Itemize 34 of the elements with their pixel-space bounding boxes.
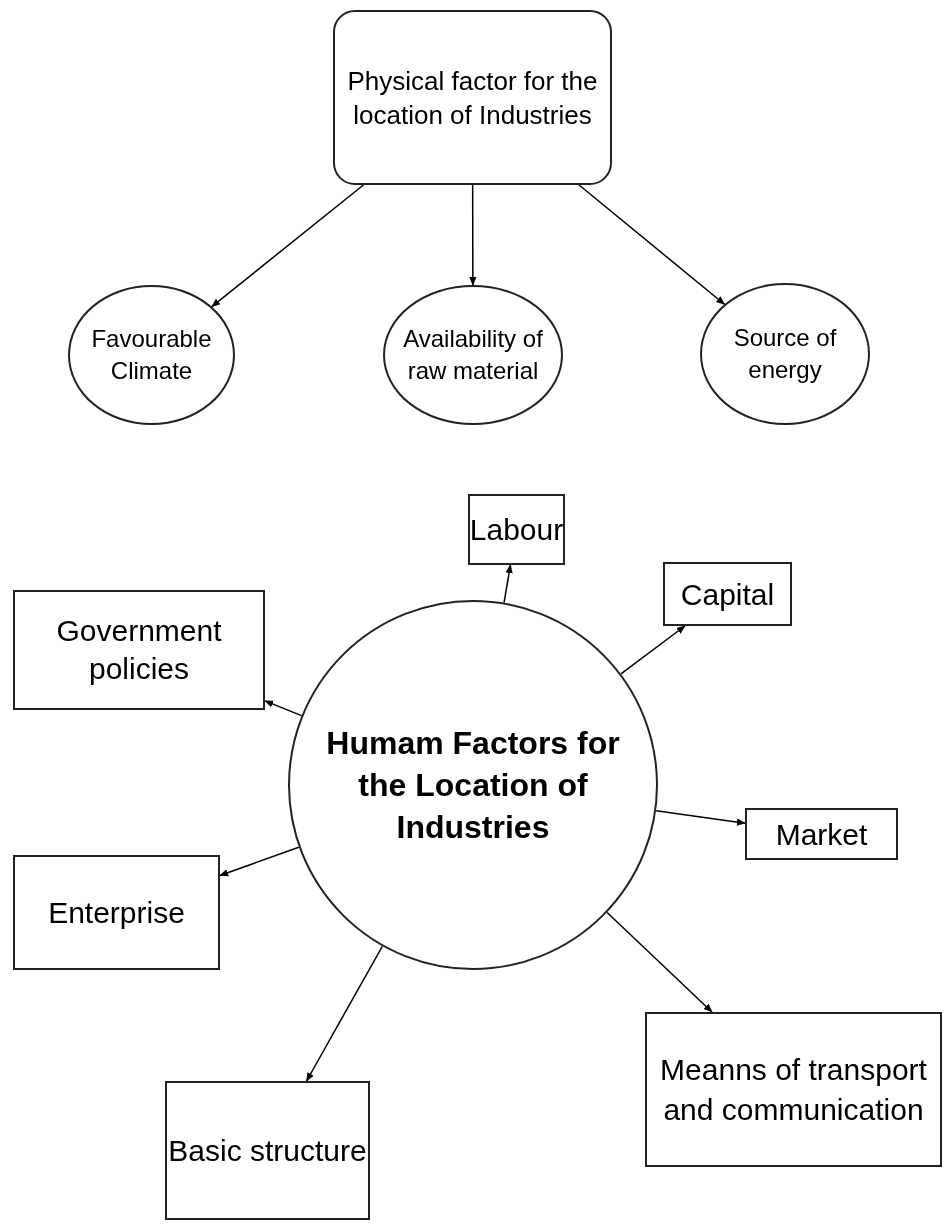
node-label: Market [775,816,868,853]
node-label: Basic structure [168,1132,367,1169]
factor-box [468,494,565,565]
arrow [606,911,713,1013]
node-label: Availability of raw material [402,324,544,386]
central-circle [288,600,658,970]
arrow [469,184,477,286]
arrow [620,625,686,675]
process-box [333,10,612,185]
factor-box [13,855,220,970]
factor-ellipse [383,285,563,425]
factor-box [13,590,265,710]
node-label: Physical factor for the location of Industries [347,64,598,132]
factor-box [165,1081,370,1220]
factor-ellipse [68,285,235,425]
node-label: Favourable Climate [90,324,213,386]
factor-ellipse [700,283,870,425]
factor-box [645,1012,942,1167]
node-label: Capital [680,576,775,613]
node-label: Meanns of transport and communication [659,1051,928,1128]
arrow [219,846,300,877]
factor-box [663,562,792,626]
factor-box [745,808,898,860]
arrow [578,184,726,305]
node-label: Government policies [55,613,223,687]
node-label: Enterprise [48,895,185,931]
arrow [655,810,746,826]
node-label: Source of energy [732,323,838,385]
node-label: Humam Factors for the Location of Industries [325,724,621,847]
node-label: Labour [469,512,564,548]
arrow [305,945,384,1082]
arrow [211,184,365,308]
arrow [264,700,303,717]
arrow [503,564,513,604]
